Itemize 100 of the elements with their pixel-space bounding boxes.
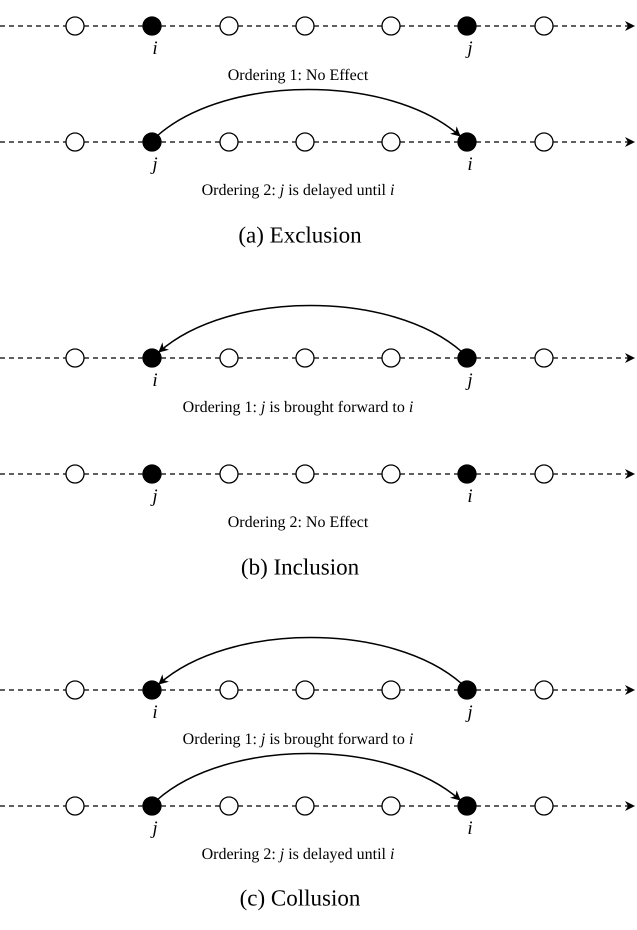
dashed-line [0, 141, 66, 143]
empty-circle [534, 348, 554, 368]
dashed-line [161, 805, 220, 807]
dashed-line [314, 805, 382, 807]
dashed-line [0, 357, 66, 359]
dashed-line [84, 25, 143, 27]
dashed-line [238, 473, 296, 475]
dashed-line [400, 25, 458, 27]
variable-label: j [152, 818, 158, 839]
dashed-line [476, 141, 535, 143]
dashed-line [400, 473, 458, 475]
ordering-text: Ordering 1: j is brought forward to i [182, 731, 414, 748]
filled-circle [142, 132, 162, 152]
dashed-line [238, 141, 296, 143]
subfigure-caption: (c) Collusion [240, 886, 360, 910]
empty-circle [219, 132, 239, 152]
dashed-line [238, 805, 296, 807]
empty-circle [534, 796, 554, 816]
dashed-line [161, 689, 220, 691]
dashed-line [553, 353, 635, 363]
empty-circle [534, 464, 554, 484]
dashed-line [84, 805, 143, 807]
variable-label: i [152, 702, 158, 723]
dashed-line [476, 357, 535, 359]
filled-circle [457, 132, 477, 152]
empty-circle [65, 680, 85, 700]
dashed-line [553, 21, 635, 31]
dashed-line [161, 473, 220, 475]
variable-label: j [152, 486, 158, 507]
empty-circle [295, 680, 315, 700]
ordering-text: Ordering 1: No Effect [228, 67, 368, 84]
empty-circle [534, 132, 554, 152]
dashed-line [314, 141, 382, 143]
variable-label: j [467, 370, 473, 391]
empty-circle [295, 348, 315, 368]
empty-circle [65, 132, 85, 152]
dashed-line [84, 473, 143, 475]
curved-arrow [158, 636, 462, 685]
dashed-line [0, 689, 66, 691]
empty-circle [381, 16, 401, 36]
dashed-line [400, 141, 458, 143]
empty-circle [381, 464, 401, 484]
dashed-line [314, 357, 382, 359]
empty-circle [295, 796, 315, 816]
empty-circle [219, 796, 239, 816]
dashed-line [400, 689, 458, 691]
variable-label: i [152, 370, 158, 391]
dashed-line [238, 25, 296, 27]
dashed-line [553, 801, 635, 811]
dashed-line [476, 805, 535, 807]
dashed-line [314, 25, 382, 27]
filled-circle [457, 796, 477, 816]
dashed-line [0, 805, 66, 807]
variable-label: i [467, 818, 473, 839]
dashed-line [476, 25, 535, 27]
curved-arrow [156, 752, 461, 801]
dashed-line [400, 805, 458, 807]
variable-label: j [467, 38, 473, 59]
dashed-line [0, 25, 66, 27]
curved-arrow [156, 88, 461, 137]
curved-arrow [158, 304, 462, 353]
filled-circle [457, 464, 477, 484]
dashed-line [400, 357, 458, 359]
empty-circle [381, 796, 401, 816]
filled-circle [142, 16, 162, 36]
filled-circle [142, 680, 162, 700]
dashed-line [161, 25, 220, 27]
empty-circle [381, 348, 401, 368]
variable-label: j [152, 154, 158, 175]
empty-circle [381, 680, 401, 700]
empty-circle [219, 348, 239, 368]
dashed-line [314, 473, 382, 475]
empty-circle [65, 348, 85, 368]
dashed-line [476, 473, 535, 475]
empty-circle [219, 16, 239, 36]
empty-circle [295, 464, 315, 484]
dashed-line [0, 473, 66, 475]
variable-label: j [467, 702, 473, 723]
variable-label: i [152, 38, 158, 59]
dashed-line [84, 689, 143, 691]
variable-label: i [467, 486, 473, 507]
empty-circle [65, 16, 85, 36]
ordering-text: Ordering 1: j is brought forward to i [182, 399, 414, 416]
dashed-line [84, 141, 143, 143]
dashed-line [553, 137, 635, 147]
filled-circle [142, 348, 162, 368]
filled-circle [457, 348, 477, 368]
filled-circle [457, 680, 477, 700]
ordering-text: Ordering 2: j is delayed until i [202, 846, 394, 863]
empty-circle [534, 16, 554, 36]
subfigure-caption: (a) Exclusion [238, 222, 362, 248]
filled-circle [142, 464, 162, 484]
dashed-line [476, 689, 535, 691]
ordering-text: Ordering 2: No Effect [228, 514, 368, 531]
filled-circle [142, 796, 162, 816]
empty-circle [65, 464, 85, 484]
dashed-line [238, 357, 296, 359]
subfigure-caption: (b) Inclusion [240, 554, 360, 580]
dashed-line [238, 689, 296, 691]
empty-circle [534, 680, 554, 700]
